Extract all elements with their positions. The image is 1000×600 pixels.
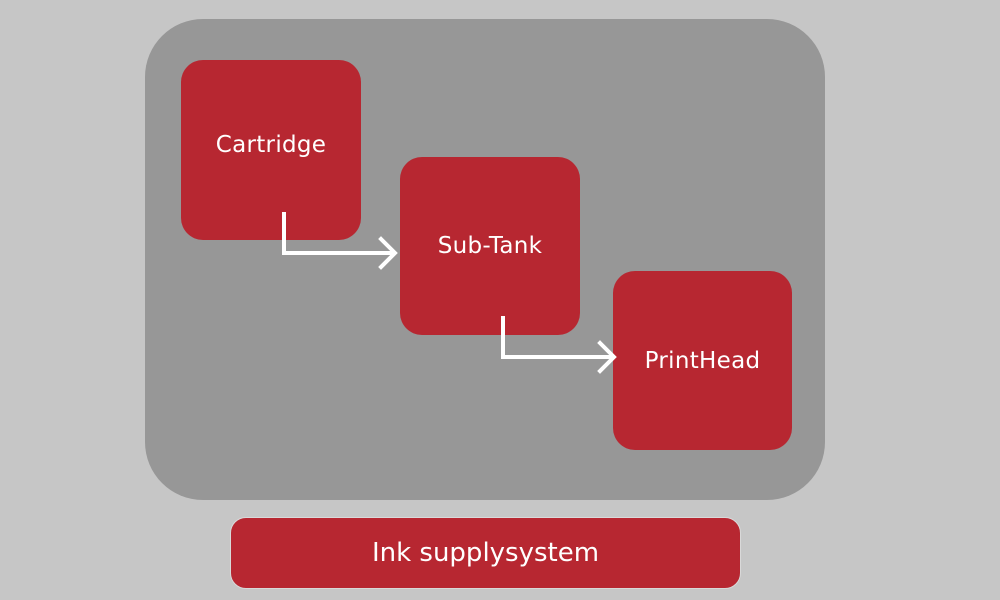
node-cartridge-label: Cartridge (215, 132, 327, 158)
node-printhead-label: PrintHead (644, 347, 761, 374)
caption-label: Ink supplysystem (371, 538, 600, 568)
node-cartridge: Cartridge (181, 60, 361, 240)
node-printhead: PrintHead (613, 271, 792, 450)
node-sub-tank: Sub-Tank (400, 157, 580, 335)
node-sub-tank-label: Sub-Tank (437, 233, 543, 259)
caption-bar: Ink supplysystem (230, 517, 741, 589)
